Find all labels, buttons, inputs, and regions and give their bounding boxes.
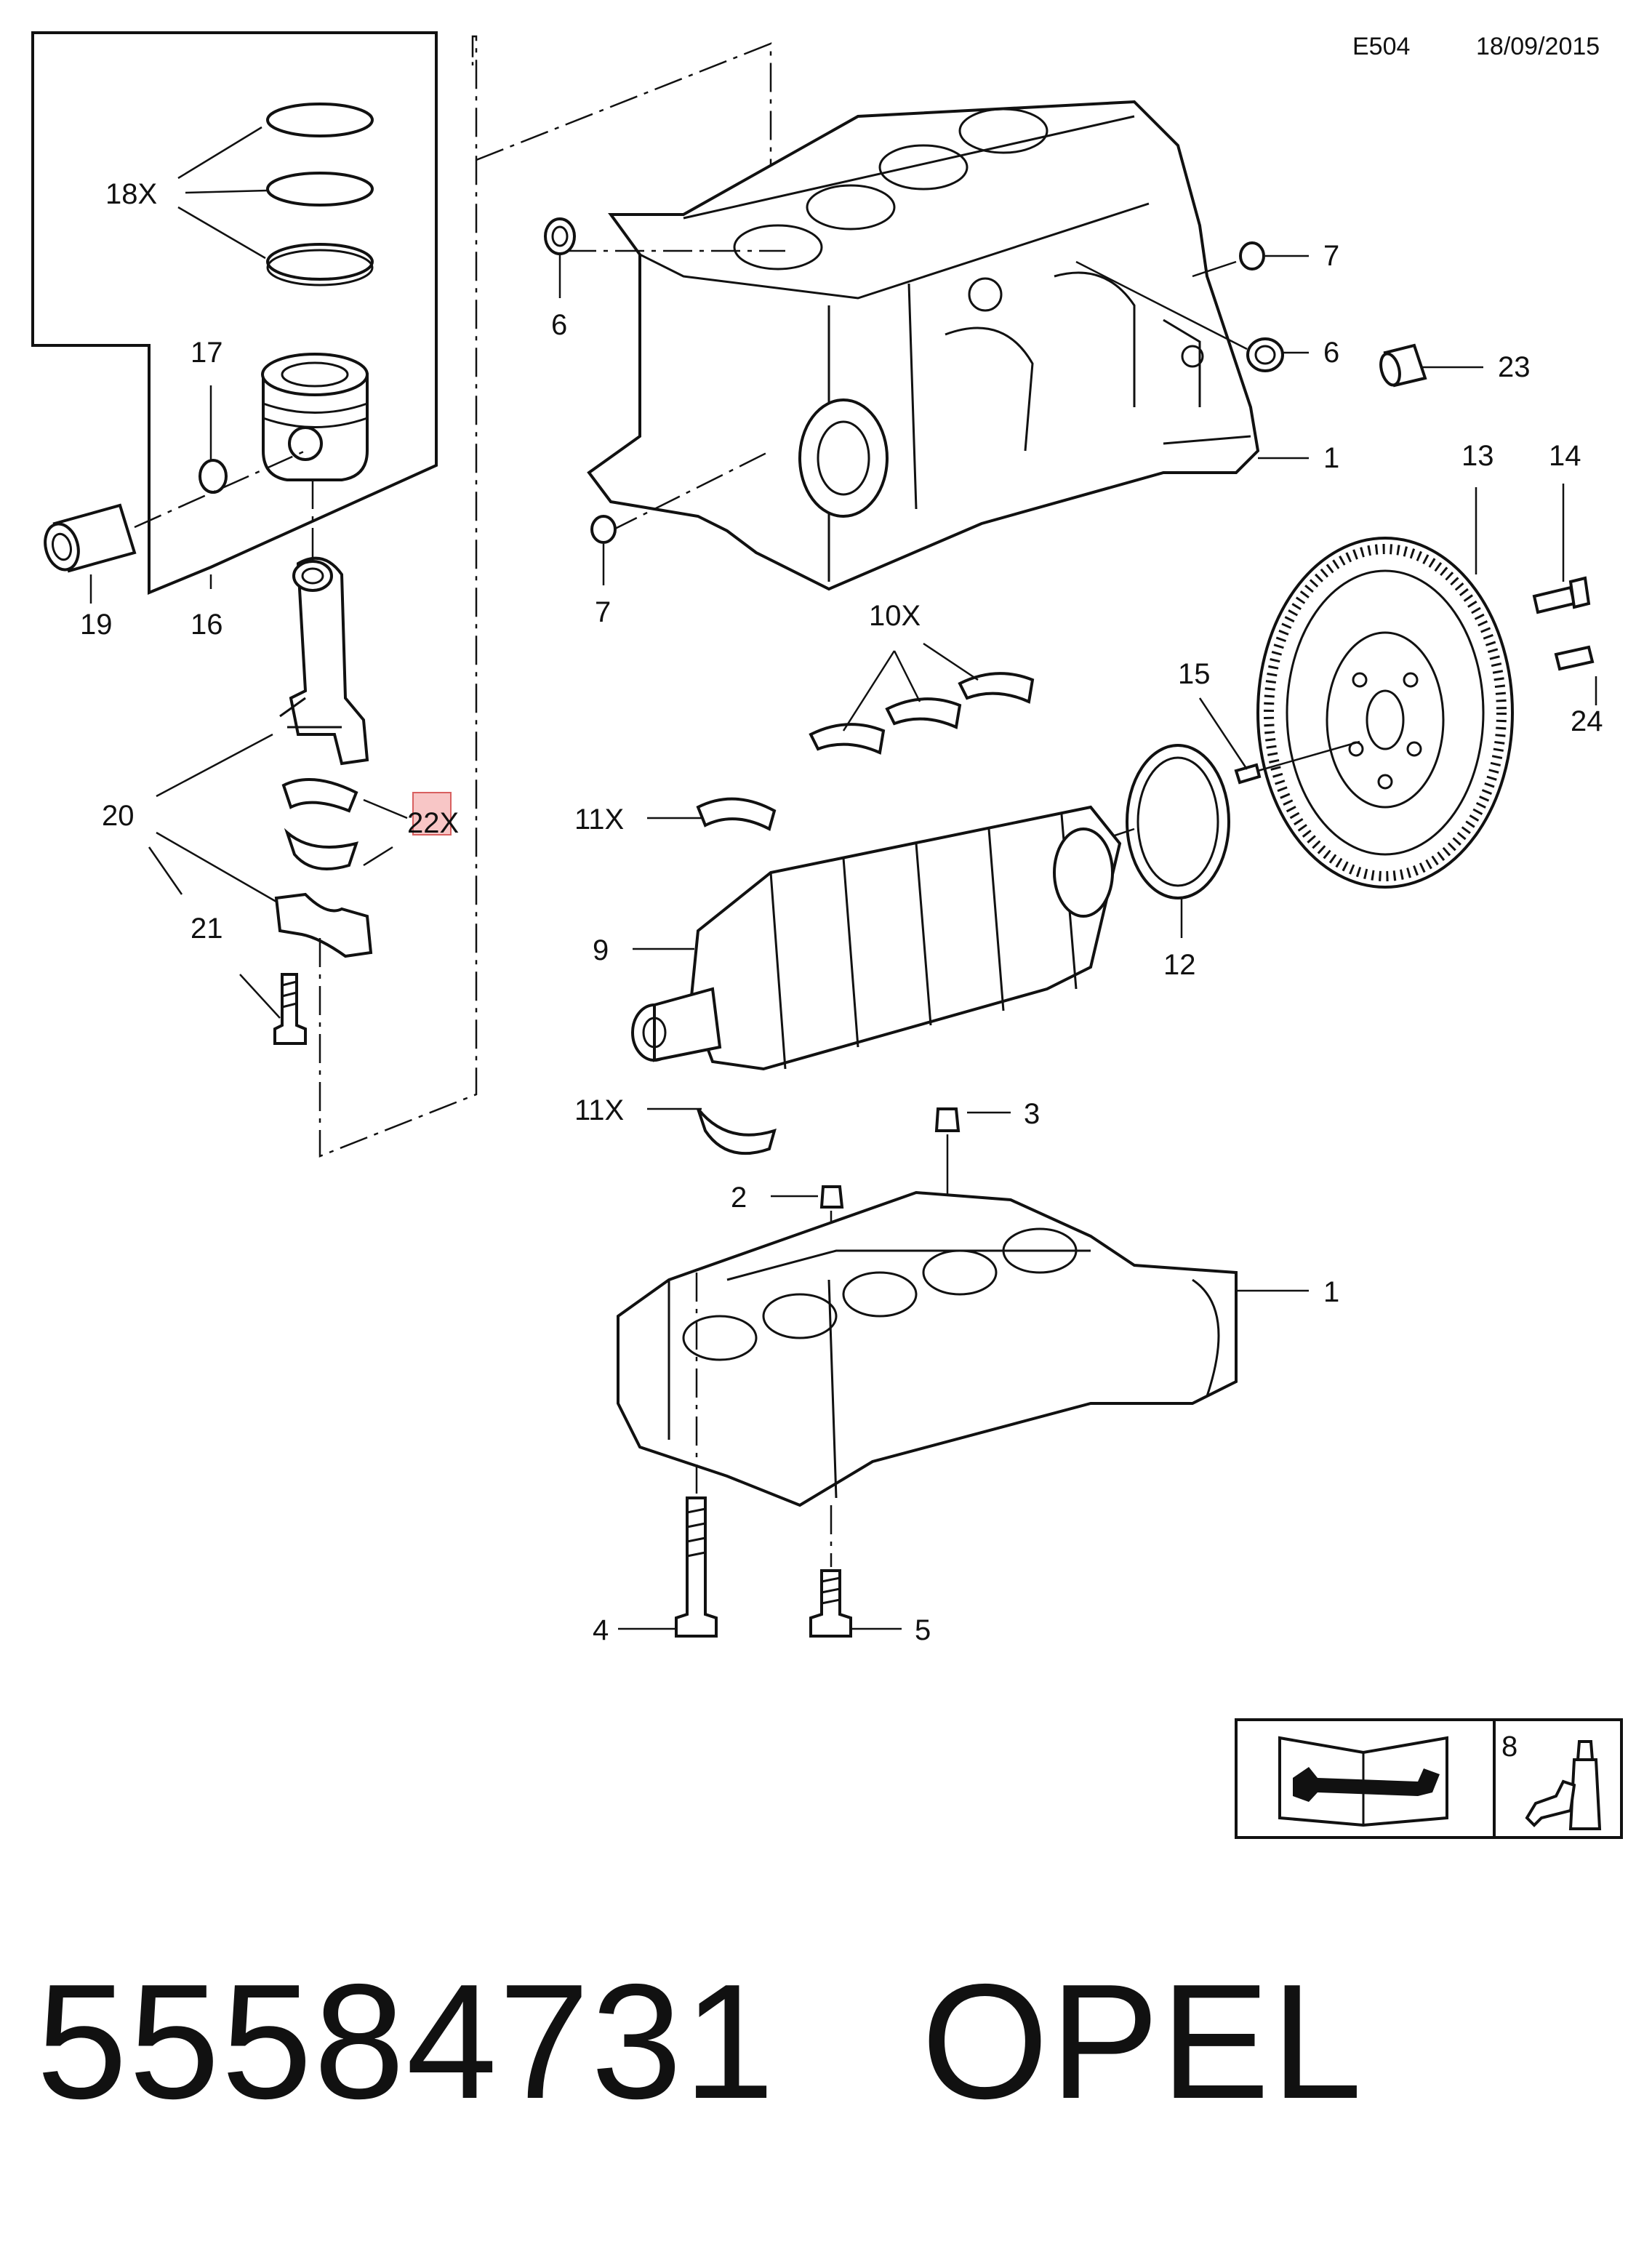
callout-11x-lower: 11X — [574, 1094, 624, 1126]
bolt-5 — [809, 1569, 852, 1638]
piston — [261, 353, 369, 481]
flywheel — [1256, 537, 1514, 889]
book-wrench-icon — [1278, 1736, 1448, 1827]
plug-7-right — [1239, 241, 1265, 271]
callout-16: 16 — [191, 609, 223, 641]
rod-bolt — [273, 973, 307, 1045]
callout-7-bottom: 7 — [595, 596, 611, 628]
callout-21: 21 — [191, 913, 223, 945]
callout-7-right: 7 — [1323, 240, 1339, 272]
piston-rings — [266, 103, 374, 286]
rear-oil-seal — [1126, 744, 1230, 899]
callout-3: 3 — [1024, 1098, 1040, 1130]
piston-pin — [44, 503, 137, 573]
callout-13: 13 — [1461, 440, 1494, 472]
piston-group-frame — [31, 31, 438, 595]
callout-20: 20 — [102, 800, 135, 832]
callout-15: 15 — [1178, 658, 1211, 690]
callout-5: 5 — [915, 1614, 931, 1646]
callout-23: 23 — [1498, 351, 1531, 383]
bedplate — [617, 1190, 1238, 1507]
callout-9: 9 — [593, 934, 609, 966]
callout-1-bedplate: 1 — [1323, 1276, 1339, 1308]
crankshaft — [631, 805, 1122, 1071]
main-bearings-upper — [809, 672, 1035, 755]
callout-6-right: 6 — [1323, 337, 1339, 369]
dowel-sleeve-23 — [1379, 343, 1427, 388]
callout-14: 14 — [1549, 440, 1581, 472]
callout-19: 19 — [80, 609, 113, 641]
rod-bearings — [281, 778, 359, 870]
engine-block — [587, 100, 1260, 591]
flywheel-bolt — [1532, 576, 1591, 614]
callout-1-block: 1 — [1323, 442, 1339, 474]
main-bearing-11x-lower — [697, 1107, 777, 1155]
dowel-3 — [934, 1107, 961, 1132]
legend-box — [1235, 1718, 1623, 1839]
callout-18x: 18X — [105, 178, 157, 210]
rod-cap — [274, 892, 373, 958]
diagram-code: E504 — [1352, 33, 1410, 60]
part-number: 55584731 — [36, 1950, 777, 2133]
connecting-rod — [279, 556, 369, 766]
callout-2: 2 — [731, 1182, 747, 1214]
callout-6-left: 6 — [551, 309, 567, 341]
main-bearing-11x-upper — [696, 797, 777, 831]
callout-10x: 10X — [869, 600, 921, 632]
dowel-2 — [819, 1185, 844, 1209]
diagram-date: 18/09/2015 — [1476, 33, 1600, 60]
callout-11x-upper: 11X — [574, 804, 624, 836]
callout-24: 24 — [1571, 705, 1603, 737]
core-plug-6-left — [544, 217, 576, 255]
callout-8: 8 — [1501, 1731, 1517, 1763]
dowel-pin-24 — [1554, 645, 1595, 671]
callout-12: 12 — [1163, 949, 1196, 981]
highlight-marker — [412, 792, 452, 836]
callout-17: 17 — [191, 337, 223, 369]
plug-7-bottom — [590, 515, 617, 544]
sealant-tube-icon — [1525, 1740, 1602, 1830]
callout-22x: 22X — [407, 807, 459, 839]
core-plug-6-right — [1246, 337, 1284, 372]
dowel-pin-15 — [1234, 763, 1262, 785]
callout-4: 4 — [593, 1614, 609, 1646]
bolt-4 — [675, 1496, 718, 1638]
brand-name: OPEL — [921, 1950, 1364, 2133]
